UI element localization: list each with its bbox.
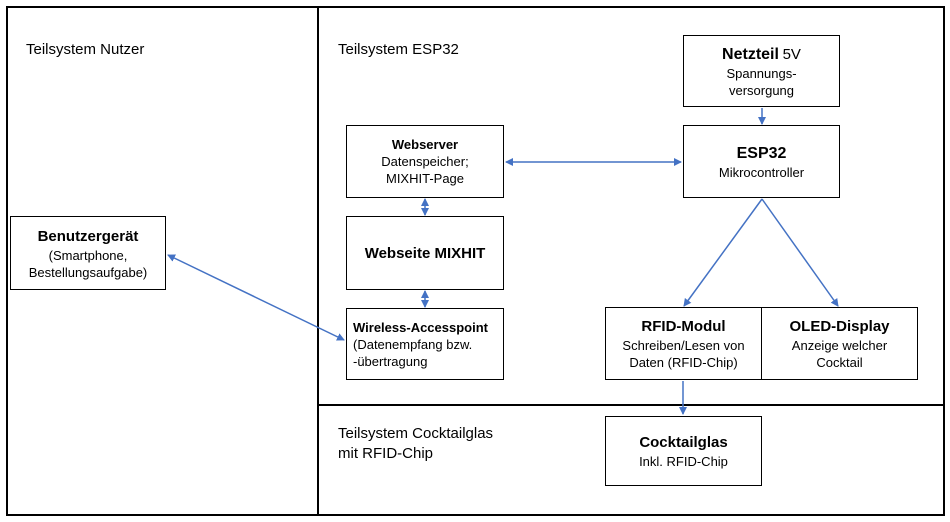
netzteil-line2: versorgung [728,82,795,98]
oled-title: OLED-Display [789,318,890,335]
wireless-box: Wireless-Accesspoint (Datenempfang bzw. … [346,308,504,380]
wireless-title: Wireless-Accesspoint [353,319,488,335]
rfid-line2: Daten (RFID-Chip) [629,355,738,370]
oled-line1: Anzeige welcher [791,338,888,353]
webserver-title: Webserver [391,137,459,152]
benutzer-box: Benutzergerät (Smartphone, Bestellungsau… [10,216,166,290]
rfid-title: RFID-Modul [641,318,726,335]
benutzer-title: Benutzergerät [37,227,139,245]
region-cocktailglas [317,404,945,516]
arrow-esp32-oled [761,198,839,307]
region-label-esp32: Teilsystem ESP32 [338,41,459,58]
region-label-cocktailglas-1: Teilsystem Cocktailglas [338,425,494,442]
esp32-title: ESP32 [736,144,787,162]
rfid-box: RFID-Modul Schreiben/Lesen von Daten (RF… [605,307,762,380]
wireless-line1: (Datenempfang bzw. [353,336,473,352]
arrow-esp32-rfid [683,198,763,307]
webserver-box: Webserver Datenspeicher; MIXHIT-Page [346,125,504,198]
oled-box: OLED-Display Anzeige welcher Cocktail [761,307,918,380]
cocktailglas-box: Cocktailglas Inkl. RFID-Chip [605,416,762,486]
benutzer-line2: Bestellungsaufgabe) [28,264,148,280]
netzteil-box: Netzteil 5V Spannungs- versorgung [683,35,840,107]
webseite-title: Webseite MIXHIT [364,244,486,262]
wireless-line2: -übertragung [353,353,428,369]
benutzer-line1: (Smartphone, [48,247,128,263]
netzteil-title: Netzteil [722,45,779,63]
netzteil-title-suffix: 5V [782,45,801,63]
cocktailglas-title: Cocktailglas [639,434,728,451]
esp32-line1: Mikrocontroller [718,164,805,180]
arrow-benutzer-wireless [167,254,345,341]
rfid-line1: Schreiben/Lesen von [622,338,745,353]
esp32-box: ESP32 Mikrocontroller [683,125,840,198]
region-label-cocktailglas-2: mit RFID-Chip [338,445,434,462]
region-label-nutzer: Teilsystem Nutzer [26,41,145,58]
cocktailglas-line1: Inkl. RFID-Chip [639,454,728,469]
webserver-line1: Datenspeicher; [381,154,469,169]
webserver-line2: MIXHIT-Page [385,171,465,186]
webseite-box: Webseite MIXHIT [346,216,504,290]
netzteil-line1: Spannungs- [726,65,797,81]
oled-line2: Cocktail [816,355,863,370]
